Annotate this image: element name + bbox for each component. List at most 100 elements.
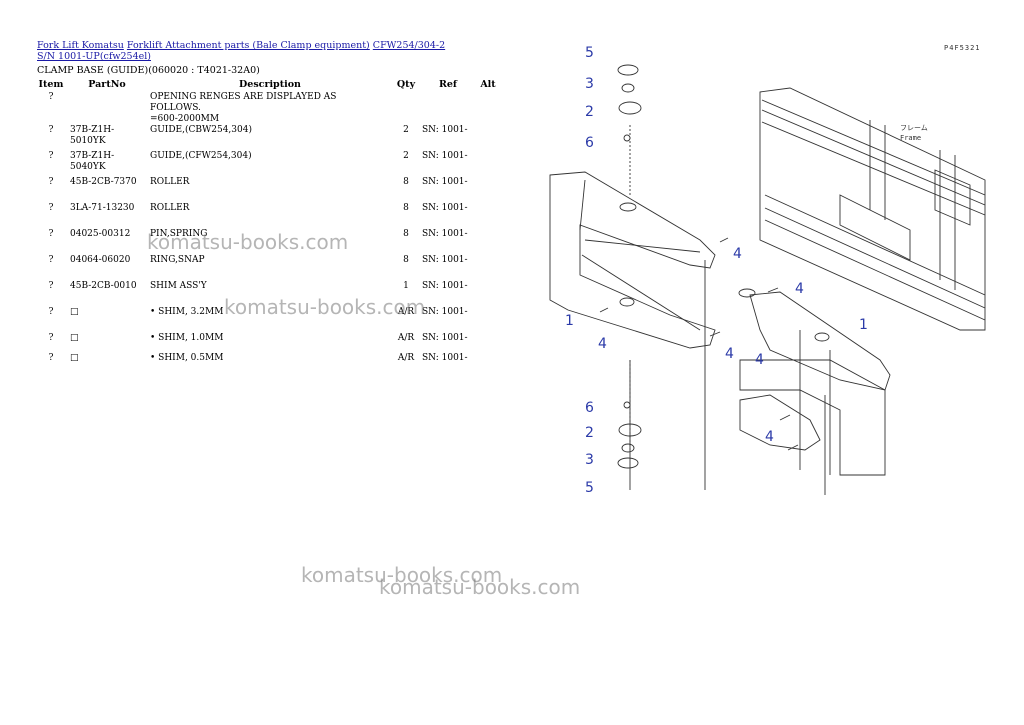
cell-alt [476, 203, 500, 229]
breadcrumb-link-attachment[interactable]: Forklift Attachment parts (Bale Clamp eq… [126, 40, 370, 51]
cell-item: ? [48, 229, 54, 239]
cell-ref: SN: 1001- [422, 125, 468, 135]
cell-alt [476, 125, 500, 151]
table-row: ? OPENING RENGES ARE DISPLAYED AS FOLLOW… [36, 92, 500, 125]
watermark: komatsu-books.com [301, 563, 503, 587]
cell-qty: 1 [403, 281, 409, 291]
cell-description: • SHIM, 3.2MM [150, 307, 224, 317]
cell-ref: SN: 1001- [422, 281, 468, 291]
cell-ref: SN: 1001- [422, 203, 468, 213]
cell-item: ? [48, 333, 54, 343]
cell-item: ? [48, 307, 54, 317]
cell-description: GUIDE,(CFW254,304) [150, 151, 252, 161]
cell-partno [66, 92, 148, 125]
callout-1-right: 1 [859, 317, 868, 333]
cell-qty: 2 [403, 125, 409, 135]
cell-alt [476, 333, 500, 353]
cell-qty: A/R [397, 353, 415, 363]
cell-description: OPENING RENGES ARE DISPLAYED AS FOLLOWS.… [148, 92, 392, 125]
cell-alt [476, 92, 500, 125]
cell-partno: 45B-2CB-7370 [70, 177, 137, 187]
header-qty: Qty [396, 79, 416, 90]
callout-4-f: 4 [765, 429, 774, 445]
cell-qty: A/R [397, 307, 415, 317]
table-row: ? □ • SHIM, 3.2MM A/R SN: 1001- [36, 307, 500, 333]
cell-partno: 37B-Z1H-5010YK [70, 125, 115, 146]
table-row: ? 04064-06020 RING,SNAP 8 SN: 1001- [36, 255, 500, 281]
cell-alt [476, 229, 500, 255]
cell-qty: 8 [403, 229, 409, 239]
cell-item: ? [48, 151, 54, 161]
callout-5-bottom: 5 [585, 480, 594, 496]
cell-partno: 04025-00312 [70, 229, 131, 239]
cell-alt [476, 151, 500, 177]
cell-alt [476, 307, 500, 333]
diagram-note-frame: Frame [900, 134, 921, 142]
callout-5-top: 5 [585, 45, 594, 61]
header-description: Description [239, 79, 301, 90]
breadcrumb-link-model[interactable]: CFW254/304-2 S/N 1001-UP(cfw254el) [37, 40, 446, 62]
callout-4-a: 4 [733, 246, 742, 262]
header-item: Item [38, 79, 64, 90]
description-subtext: =600-2000MM [150, 114, 220, 124]
header-ref: Ref [438, 79, 458, 90]
callout-1-left: 1 [565, 313, 574, 329]
callout-labels: 5 3 2 6 4 4 1 1 4 4 4 6 2 3 5 4 [565, 45, 868, 496]
callout-4-d: 4 [725, 346, 734, 362]
callout-4-c: 4 [598, 336, 607, 352]
cell-item: ? [48, 125, 54, 135]
cell-qty: 8 [403, 255, 409, 265]
cell-alt [476, 281, 500, 307]
cell-ref: SN: 1001- [422, 177, 468, 187]
callout-2-bottom: 2 [585, 425, 594, 441]
cell-item: ? [48, 92, 54, 102]
callout-6-bottom: 6 [585, 400, 594, 416]
cell-description: ROLLER [150, 203, 190, 213]
cell-item: ? [48, 281, 54, 291]
cell-item: ? [48, 255, 54, 265]
page-title: CLAMP BASE (GUIDE)(060020 : T4021-32A0) [37, 65, 260, 76]
header-partno: PartNo [88, 79, 126, 90]
table-header-row: Item PartNo Description Qty Ref Alt [36, 78, 500, 92]
cell-qty: A/R [397, 333, 415, 343]
cell-alt [476, 353, 500, 373]
cell-alt [476, 177, 500, 203]
cell-ref: SN: 1001- [422, 333, 468, 343]
callout-4-e: 4 [755, 352, 764, 368]
cell-qty: 8 [403, 203, 409, 213]
diagram-drawing [549, 64, 986, 495]
cell-ref: SN: 1001- [422, 151, 468, 161]
table-row: ? 45B-2CB-7370 ROLLER 8 SN: 1001- [36, 177, 500, 203]
cell-partno: □ [70, 307, 79, 317]
cell-alt [476, 255, 500, 281]
table-row: ? 04025-00312 PIN,SPRING 8 SN: 1001- [36, 229, 500, 255]
cell-description: SHIM ASS'Y [150, 281, 207, 291]
diagram-code: P4F5321 [944, 44, 981, 52]
cell-ref: SN: 1001- [422, 255, 468, 265]
table-row: ? □ • SHIM, 1.0MM A/R SN: 1001- [36, 333, 500, 353]
table-row: ? 3LA-71-13230 ROLLER 8 SN: 1001- [36, 203, 500, 229]
parts-diagram: 5 3 2 6 4 4 1 1 4 4 4 6 2 3 5 4 P4F5321 … [549, 44, 986, 496]
callout-4-b: 4 [795, 281, 804, 297]
breadcrumb-link-forklift[interactable]: Fork Lift Komatsu [37, 40, 124, 51]
cell-ref: SN: 1001- [422, 229, 468, 239]
breadcrumb: Fork Lift Komatsu Forklift Attachment pa… [37, 40, 457, 62]
cell-partno: 04064-06020 [70, 255, 131, 265]
callout-3-top: 3 [585, 76, 594, 92]
cell-qty: 2 [403, 151, 409, 161]
table-row: ? 37B-Z1H-5010YK GUIDE,(CBW254,304) 2 SN… [36, 125, 500, 151]
parts-table: Item PartNo Description Qty Ref Alt ? OP… [36, 78, 500, 373]
description-text: OPENING RENGES ARE DISPLAYED AS FOLLOWS. [150, 92, 337, 113]
diagram-note-jp: フレーム [900, 124, 928, 132]
cell-partno: 3LA-71-13230 [70, 203, 135, 213]
cell-item: ? [48, 353, 54, 363]
cell-partno: 45B-2CB-0010 [70, 281, 137, 291]
table-row: ? 45B-2CB-0010 SHIM ASS'Y 1 SN: 1001- [36, 281, 500, 307]
cell-item: ? [48, 203, 54, 213]
cell-partno: 37B-Z1H-5040YK [70, 151, 115, 172]
table-row: ? □ • SHIM, 0.5MM A/R SN: 1001- [36, 353, 500, 373]
cell-item: ? [48, 177, 54, 187]
cell-description: PIN,SPRING [150, 229, 208, 239]
watermark: komatsu-books.com [379, 575, 581, 599]
callout-3-bottom: 3 [585, 452, 594, 468]
